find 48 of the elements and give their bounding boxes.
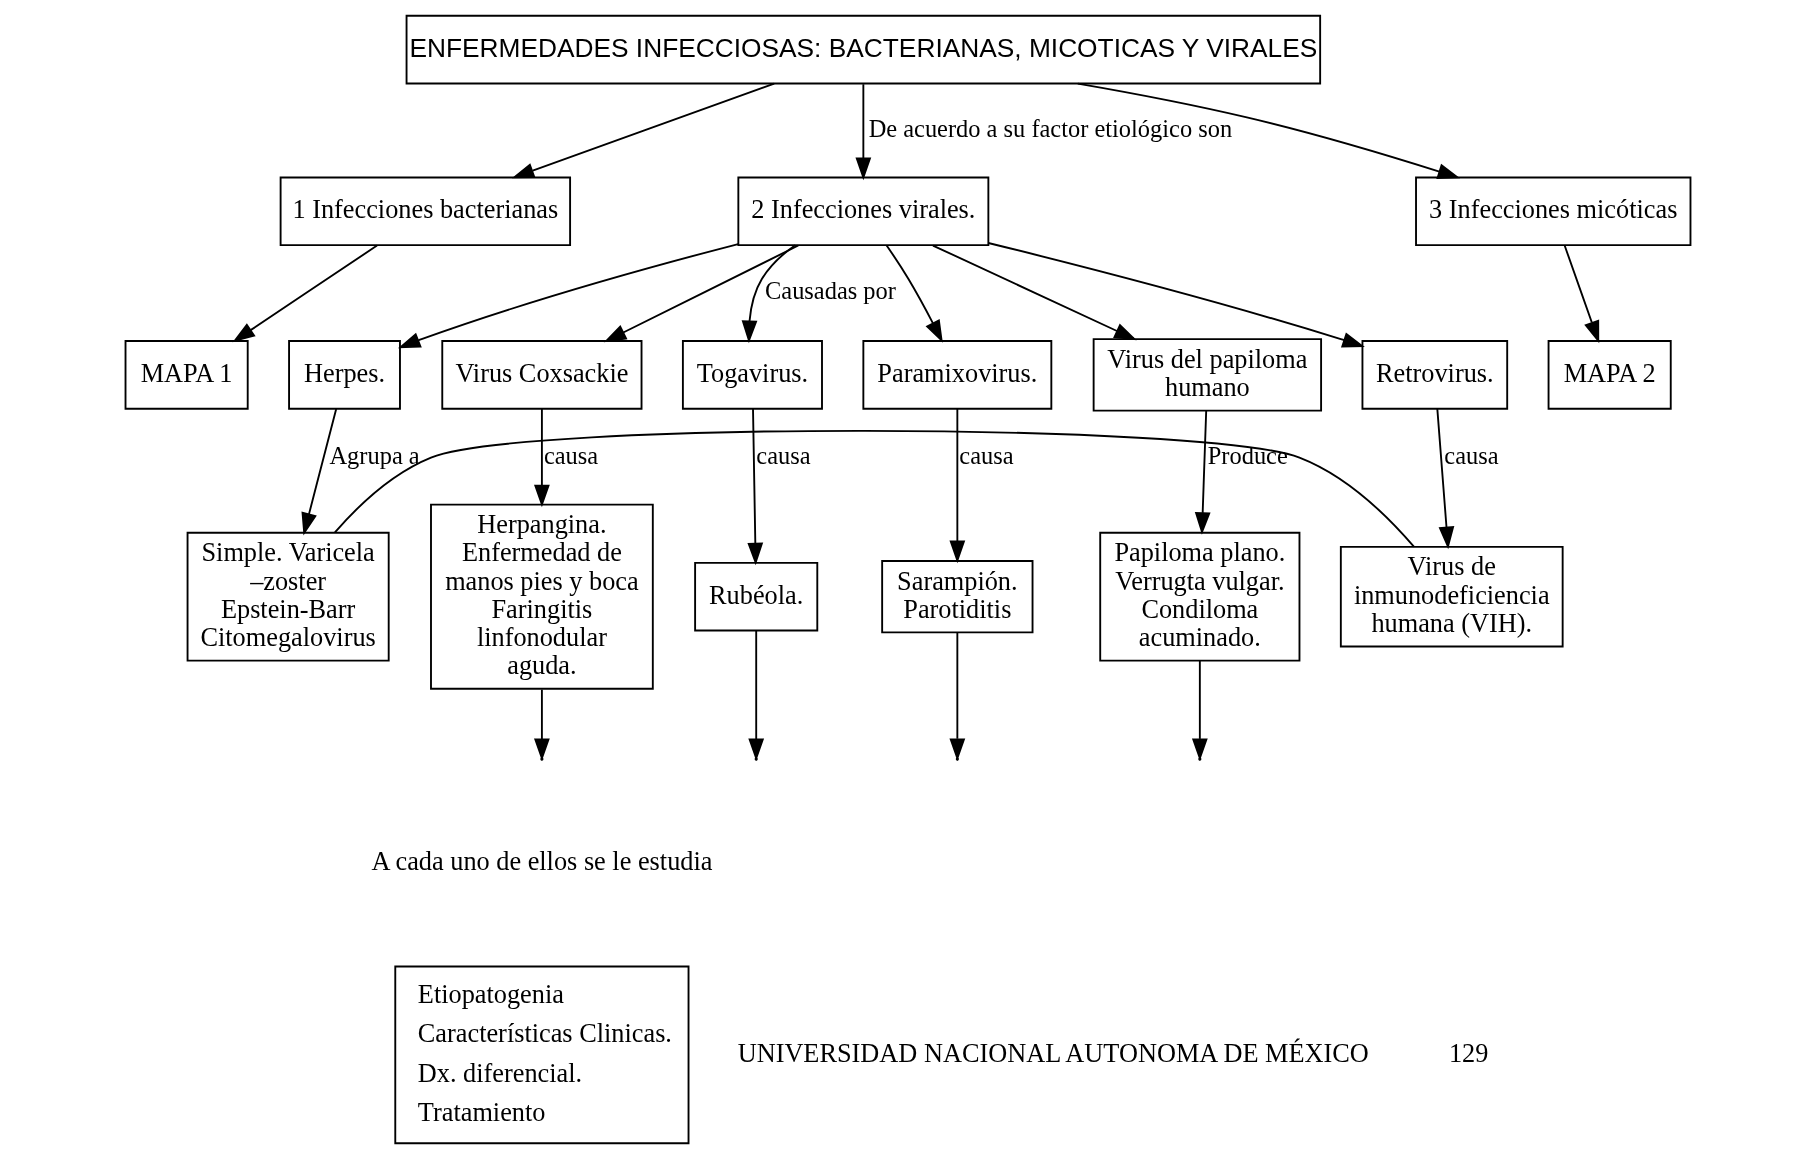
- arrow: [1194, 409, 1211, 535]
- node-box: ENFERMEDADES INFECCIOSAS: BACTERIANAS, MICOTICAS Y VIRALES: [405, 14, 1322, 85]
- arrow: [511, 82, 776, 179]
- connector: [333, 429, 1415, 548]
- label: A cada uno de ellos se le estudia: [371, 847, 713, 877]
- node-box: Etiopatogenia Características Clinicas. Dx. diferencial. Tratamiento: [394, 965, 690, 1145]
- node-box: Retrovirus.: [1361, 340, 1509, 410]
- node-box: Rubéola.: [694, 561, 819, 632]
- edge-label: De acuerdo a su factor etiológico son: [868, 114, 1233, 142]
- arrow: [885, 244, 943, 343]
- edge-label: causa: [756, 441, 811, 469]
- node-box: 1 Infecciones bacterianas: [279, 176, 572, 247]
- edge-label: causa: [959, 441, 1014, 469]
- node-box: Virus del papiloma humano: [1092, 338, 1323, 412]
- arrow: [232, 244, 378, 343]
- edge-label: Agrupa a: [329, 441, 420, 469]
- arrow: [741, 244, 797, 344]
- node-box: Simple. Varicela –zoster Epstein-Barr Citomegalovirus: [186, 531, 390, 662]
- arrow: [397, 243, 740, 349]
- node-box: MAPA 2: [1547, 340, 1672, 410]
- node-box: MAPA 1: [124, 340, 249, 410]
- node-box: Paramixovirus.: [862, 340, 1053, 410]
- node-box: Herpes.: [288, 340, 401, 410]
- node-box: Virus de inmunodeficiencia humana (VIH).: [1339, 545, 1564, 648]
- arrow: [534, 408, 550, 508]
- node-box: 3 Infecciones micóticas: [1415, 176, 1692, 247]
- arrow: [932, 244, 1137, 341]
- edge-label: Produce: [1207, 441, 1288, 469]
- edge-label: causa: [1444, 441, 1499, 469]
- edge-label: causa: [543, 441, 599, 469]
- node-box: Papiloma plano. Verrugta vulgar. Condiloma acuminado.: [1099, 531, 1301, 662]
- edge-label: Causadas por: [765, 276, 896, 304]
- node-box: 2 Infecciones virales.: [737, 176, 990, 247]
- arrow: [949, 408, 966, 564]
- arrow: [747, 408, 764, 566]
- label: 129: [1448, 1038, 1489, 1068]
- arrow: [855, 83, 872, 181]
- node-box: Togavirus.: [681, 340, 823, 410]
- label: UNIVERSIDAD NACIONAL AUTONOMA DE MÉXICO: [737, 1038, 1369, 1068]
- arrow: [1436, 408, 1455, 550]
- node-box: Herpangina. Enfermedad de manos pies y boca Faringitis linfonodular aguda.: [430, 503, 654, 690]
- arrow: [1076, 82, 1461, 179]
- node-box: Virus Coxsackie: [441, 340, 643, 410]
- arrow: [1563, 244, 1600, 344]
- node-box: Sarampión. Parotiditis: [881, 560, 1034, 634]
- arrow: [987, 242, 1365, 348]
- arrow: [603, 244, 800, 343]
- arrow: [301, 408, 338, 536]
